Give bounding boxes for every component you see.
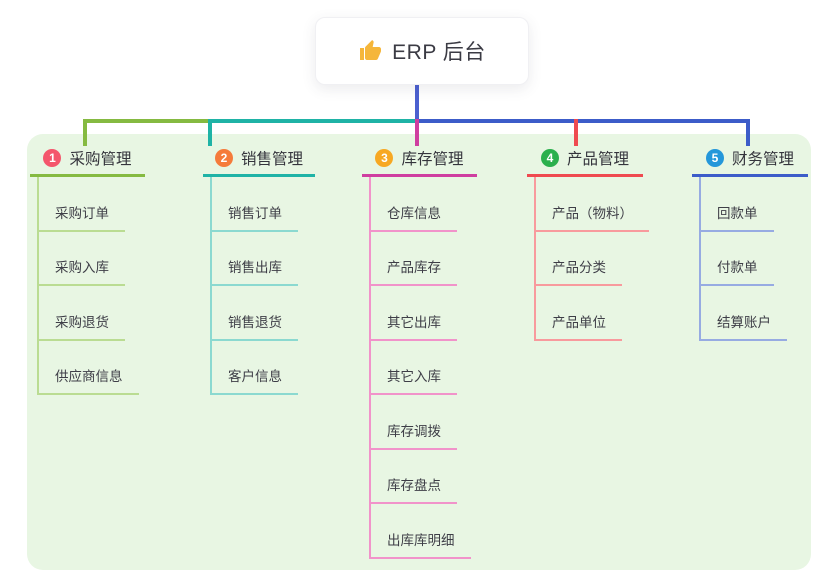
thumbs-up-icon: [358, 39, 382, 63]
branch-header-sales[interactable]: 2 销售管理: [203, 142, 315, 177]
child-node[interactable]: 其它入库: [369, 365, 457, 395]
child-node[interactable]: 付款单: [699, 256, 774, 286]
badge-1: 1: [43, 149, 62, 167]
connector-drop-purchase: [83, 119, 87, 146]
branch-header-purchase[interactable]: 1 采购管理: [30, 142, 145, 177]
child-node[interactable]: 出库库明细: [369, 529, 471, 559]
child-connector-line: [699, 177, 701, 341]
root-node[interactable]: ERP 后台: [315, 17, 529, 85]
connector-bus-teal: [208, 119, 418, 123]
root-label: ERP 后台: [392, 41, 486, 64]
branch-inventory: 3 库存管理 仓库信息 产品库存 其它出库 其它入库 库存调拨 库存盘点 出库库…: [362, 142, 477, 559]
branch-label: 销售管理: [240, 151, 303, 168]
branch-header-inventory[interactable]: 3 库存管理: [362, 142, 477, 177]
child-node[interactable]: 采购退货: [37, 311, 125, 341]
badge-2: 2: [214, 149, 233, 167]
child-node[interactable]: 库存盘点: [369, 474, 457, 504]
branch-children: 仓库信息 产品库存 其它出库 其它入库 库存调拨 库存盘点 出库库明细: [369, 177, 471, 559]
connector-drop-product: [574, 119, 578, 146]
branch-label: 库存管理: [401, 151, 464, 168]
child-node[interactable]: 客户信息: [210, 365, 298, 395]
branches-panel: [27, 134, 811, 570]
child-node[interactable]: 回款单: [699, 202, 774, 232]
child-node[interactable]: 供应商信息: [37, 365, 139, 395]
branch-children: 采购订单 采购入库 采购退货 供应商信息: [37, 177, 139, 395]
child-node[interactable]: 销售退货: [210, 311, 298, 341]
child-node[interactable]: 产品分类: [534, 256, 622, 286]
branch-label: 采购管理: [69, 151, 132, 168]
branch-product: 4 产品管理 产品（物料） 产品分类 产品单位: [527, 142, 649, 341]
badge-5: 5: [705, 149, 724, 167]
child-connector-line: [369, 177, 371, 559]
child-connector-line: [37, 177, 39, 395]
badge-4: 4: [540, 149, 559, 167]
connector-drop-sales: [208, 119, 212, 146]
badge-3: 3: [375, 149, 394, 167]
branch-sales: 2 销售管理 销售订单 销售出库 销售退货 客户信息: [203, 142, 315, 395]
branch-header-product[interactable]: 4 产品管理: [527, 142, 643, 177]
branch-finance: 5 财务管理 回款单 付款单 结算账户: [692, 142, 808, 341]
branch-children: 回款单 付款单 结算账户: [699, 177, 787, 341]
child-connector-line: [534, 177, 536, 341]
branch-children: 销售订单 销售出库 销售退货 客户信息: [210, 177, 298, 395]
child-node[interactable]: 销售订单: [210, 202, 298, 232]
child-node[interactable]: 产品单位: [534, 311, 622, 341]
branch-label: 产品管理: [566, 151, 629, 168]
child-node[interactable]: 采购订单: [37, 202, 125, 232]
child-node[interactable]: 结算账户: [699, 311, 787, 341]
child-node[interactable]: 采购入库: [37, 256, 125, 286]
connector-bus-green: [83, 119, 210, 123]
child-node[interactable]: 库存调拨: [369, 420, 457, 450]
child-node[interactable]: 产品（物料）: [534, 202, 649, 232]
branch-label: 财务管理: [731, 151, 794, 168]
connector-bus-blue: [418, 119, 750, 123]
branch-children: 产品（物料） 产品分类 产品单位: [534, 177, 649, 341]
child-node[interactable]: 销售出库: [210, 256, 298, 286]
branch-purchase: 1 采购管理 采购订单 采购入库 采购退货 供应商信息: [30, 142, 145, 395]
connector-drop-finance: [746, 119, 750, 146]
child-connector-line: [210, 177, 212, 395]
child-node[interactable]: 其它出库: [369, 311, 457, 341]
child-node[interactable]: 产品库存: [369, 256, 457, 286]
connector-drop-inventory: [415, 119, 419, 146]
child-node[interactable]: 仓库信息: [369, 202, 457, 232]
branch-header-finance[interactable]: 5 财务管理: [692, 142, 808, 177]
connector-root-vertical: [415, 83, 419, 123]
